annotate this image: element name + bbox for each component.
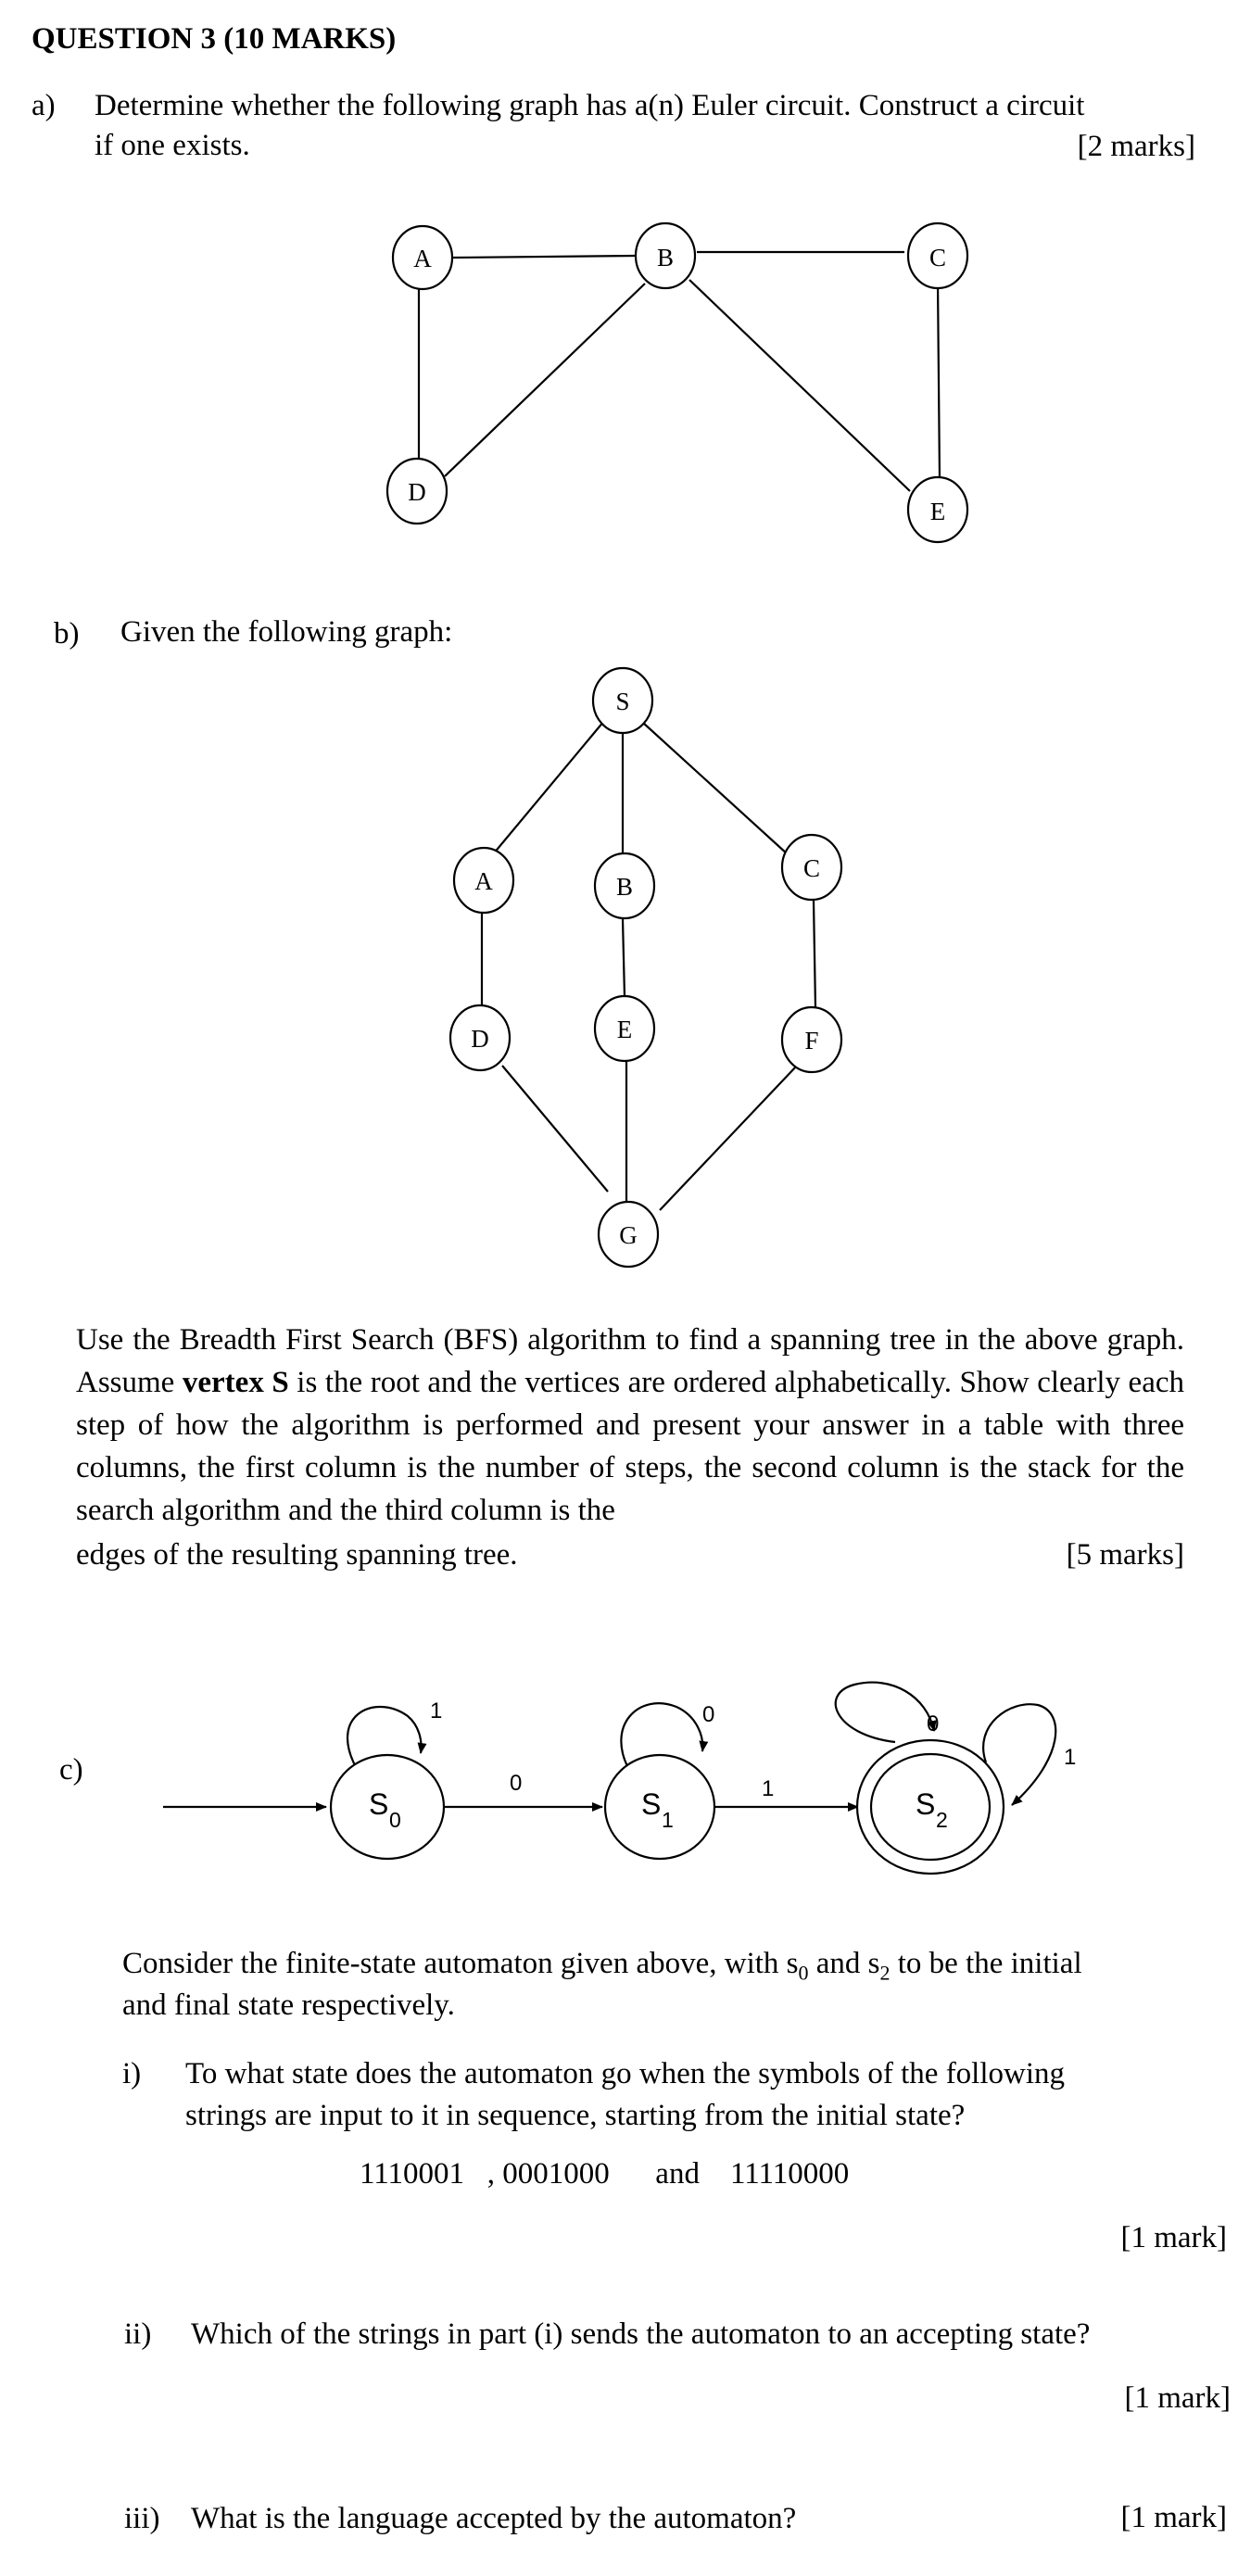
- part-a-line2: if one exists.: [95, 129, 250, 162]
- node-a2-circle: [452, 846, 515, 915]
- state-s0-circle: [329, 1753, 446, 1861]
- label-s0-s1: 0: [510, 1771, 522, 1796]
- consider-sub-0: 0: [798, 1961, 809, 1985]
- part-b-para-text-1: Use the Breadth First Search (BFS) algor…: [76, 1323, 1184, 1399]
- question-heading: QUESTION 3 (10 MARKS): [32, 22, 397, 56]
- node-f2-label: F: [804, 1027, 818, 1054]
- label-loop-s0: 1: [430, 1698, 442, 1724]
- consider-text-c: to be the initial: [890, 1947, 1082, 1980]
- edge-b-e: [621, 918, 626, 998]
- q-ii-marks: [1 mark]: [1124, 2381, 1231, 2415]
- q-ii-label: ii): [124, 2317, 152, 2351]
- consider-text-a: Consider the finite-state automaton give…: [122, 1947, 799, 1980]
- state-s1-name: S: [641, 1787, 661, 1821]
- node-b-circle: [634, 221, 697, 290]
- state-s2-name: S: [916, 1787, 935, 1821]
- part-c-consider-line2: and final state respectively.: [122, 1989, 455, 2022]
- state-s0-name: S: [369, 1787, 388, 1821]
- label-loop-s2-0: 0: [927, 1711, 939, 1736]
- edge-s-c: [642, 722, 789, 855]
- q-iii-label: iii): [124, 2502, 160, 2535]
- node-c-circle: [906, 221, 969, 290]
- edge-d-g: [501, 1065, 609, 1193]
- q-ii-text: Which of the strings in part (i) sends t…: [191, 2317, 1091, 2351]
- loop-s1: [620, 1702, 709, 1773]
- node-d2-label: D: [471, 1025, 489, 1053]
- part-a-marks: [2 marks]: [1077, 130, 1195, 163]
- consider-sub-2: 2: [879, 1961, 891, 1985]
- node-c2-circle: [780, 833, 843, 902]
- label-loop-s2-1: 1: [1064, 1745, 1076, 1770]
- loop-s2-0: [834, 1681, 937, 1744]
- part-b-para-bold: vertex S: [182, 1366, 289, 1399]
- node-e2-circle: [593, 994, 656, 1063]
- node-c-label: C: [929, 244, 946, 271]
- part-b-label: b): [54, 617, 80, 650]
- edge-s-a: [492, 720, 605, 855]
- node-a-label: A: [413, 245, 432, 272]
- q-iii-text: What is the language accepted by the aut…: [191, 2502, 797, 2535]
- graph-a: [417, 250, 941, 492]
- node-b2-circle: [593, 852, 656, 920]
- part-a-line1: Determine whether the following graph ha…: [95, 89, 1085, 122]
- edge-c-f: [812, 900, 817, 1009]
- label-s1-s2: 1: [762, 1776, 774, 1801]
- node-e2-label: E: [617, 1016, 633, 1043]
- edge-b-e: [688, 279, 911, 492]
- node-e-label: E: [930, 498, 946, 525]
- state-s0-sub: 0: [389, 1808, 401, 1832]
- q-iii-marks: [1 mark]: [1120, 2501, 1227, 2534]
- q-i-marks: [1 mark]: [1120, 2221, 1227, 2254]
- part-b-intro: Given the following graph:: [120, 615, 453, 649]
- part-a-label: a): [32, 89, 56, 122]
- part-b-marks: [5 marks]: [1066, 1538, 1184, 1572]
- node-f2-circle: [780, 1005, 843, 1074]
- node-b-label: B: [657, 244, 674, 271]
- part-b-para-last: edges of the resulting spanning tree.: [76, 1538, 518, 1572]
- part-b-para-text-2: is the root and the vertices are ordered…: [76, 1366, 1184, 1527]
- part-b-paragraph: Use the Breadth First Search (BFS) algor…: [76, 1319, 1184, 1532]
- loop-s0: [347, 1705, 427, 1774]
- state-s1-sub: 1: [662, 1808, 674, 1832]
- q-i-line1: To what state does the automaton go when…: [185, 2057, 1066, 2090]
- consider-text-b: and s: [808, 1947, 880, 1980]
- edge-a-b: [451, 254, 637, 259]
- node-g2-label: G: [619, 1221, 638, 1249]
- state-s2-sub: 2: [936, 1808, 948, 1832]
- node-a-circle: [391, 224, 454, 291]
- q-i-strings: 1110001 , 0001000 and 11110000: [360, 2157, 850, 2191]
- node-e-circle: [906, 475, 969, 544]
- node-d2-circle: [448, 1004, 512, 1072]
- node-a2-label: A: [474, 867, 493, 895]
- state-s2-inner-circle: [869, 1752, 992, 1862]
- node-s-circle: [591, 666, 654, 735]
- part-c-consider-line1: Consider the finite-state automaton give…: [122, 1943, 1082, 1994]
- q-i-label: i): [122, 2057, 142, 2090]
- edge-d-b: [444, 283, 646, 477]
- loop-s2-1: [982, 1703, 1057, 1806]
- node-d-label: D: [408, 478, 426, 506]
- node-s-label: S: [615, 688, 629, 715]
- node-c2-label: C: [803, 854, 820, 882]
- automaton: [163, 1681, 1057, 1812]
- node-g2-circle: [597, 1200, 660, 1269]
- edge-c-e: [936, 281, 941, 481]
- graph-b: [480, 720, 817, 1211]
- node-b2-label: B: [616, 873, 633, 901]
- q-i-line2: strings are input to it in sequence, sta…: [185, 2099, 966, 2132]
- state-s1-circle: [603, 1753, 716, 1861]
- label-loop-s1: 0: [702, 1702, 714, 1727]
- part-c-label: c): [59, 1753, 83, 1787]
- node-d-circle: [385, 457, 448, 525]
- edge-f-g: [659, 1065, 798, 1211]
